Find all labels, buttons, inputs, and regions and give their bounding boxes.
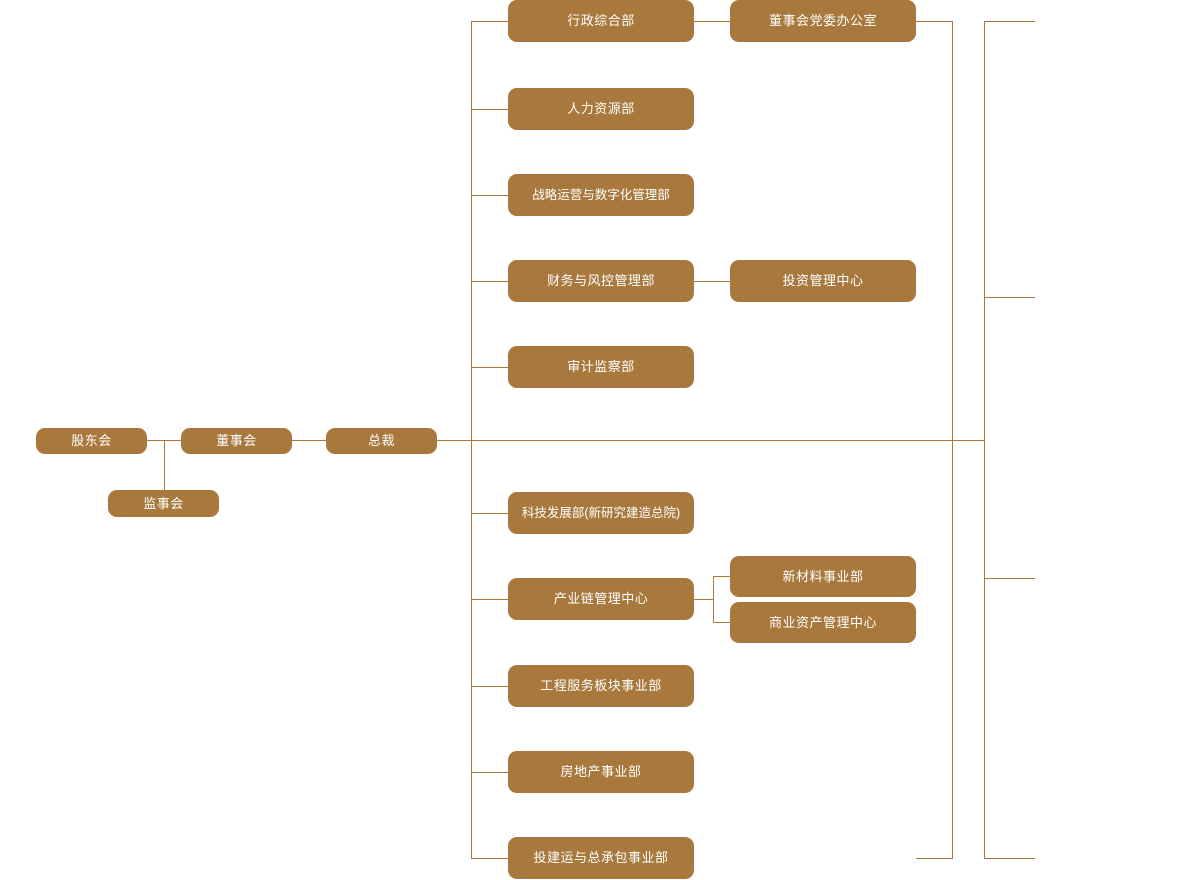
node-engineering-services-division[interactable]: 工程服务板块事业部 [508, 665, 694, 707]
node-supervisory-board[interactable]: 监事会 [108, 490, 219, 517]
node-industry-chain-center[interactable]: 产业链管理中心 [508, 578, 694, 620]
node-strategy-ops-digital-dept[interactable]: 战略运营与数字化管理部 [508, 174, 694, 216]
connector-spine-to-real-estate [471, 772, 508, 773]
connector-party-office-to-inner-bracket [916, 21, 952, 22]
connector-president-main-bus [437, 440, 984, 441]
node-human-resources-dept[interactable]: 人力资源部 [508, 88, 694, 130]
outer-bracket-stub-upper-middle [984, 297, 1035, 298]
node-board-of-directors[interactable]: 董事会 [181, 428, 292, 454]
connector-spine-to-admin-general [471, 21, 508, 22]
connector-spine-to-human-resources [471, 109, 508, 110]
node-audit-supervision-dept[interactable]: 审计监察部 [508, 346, 694, 388]
node-invest-build-operate-epc-division[interactable]: 投建运与总承包事业部 [508, 837, 694, 879]
connector-admin-to-party-office [694, 21, 730, 22]
node-finance-risk-dept[interactable]: 财务与风控管理部 [508, 260, 694, 302]
connector-inner-bracket-bottom [916, 858, 952, 859]
outer-bracket-stub-top [984, 21, 1035, 22]
inner-group-bracket-vertical [952, 21, 953, 859]
connector-bracket-to-commercial-asset [713, 622, 730, 623]
connector-industry-chain-stub [694, 599, 713, 600]
outer-group-bracket-vertical [984, 21, 985, 859]
node-real-estate-division[interactable]: 房地产事业部 [508, 751, 694, 793]
connector-board-to-president [292, 440, 326, 441]
node-president[interactable]: 总裁 [326, 428, 437, 454]
connector-spine-to-audit-supervision [471, 367, 508, 368]
connector-spine-to-sci-tech-development [471, 513, 508, 514]
node-new-materials-division[interactable]: 新材料事业部 [730, 556, 916, 597]
connector-bracket-to-new-materials [713, 576, 730, 577]
node-admin-general-dept[interactable]: 行政综合部 [508, 0, 694, 42]
connector-department-spine [471, 21, 472, 858]
connector-spine-to-finance-risk [471, 281, 508, 282]
connector-drop-to-supervisory [164, 440, 165, 503]
node-investment-management-center[interactable]: 投资管理中心 [730, 260, 916, 302]
outer-bracket-stub-lower-middle [984, 578, 1035, 579]
node-sci-tech-development-dept[interactable]: 科技发展部(新研究建造总院) [508, 492, 694, 534]
connector-spine-to-engineering-services [471, 686, 508, 687]
connector-spine-to-strategy-ops-digital [471, 195, 508, 196]
node-shareholders-meeting[interactable]: 股东会 [36, 428, 147, 454]
connector-industry-chain-bracket [713, 576, 714, 623]
node-commercial-asset-management-center[interactable]: 商业资产管理中心 [730, 602, 916, 643]
connector-spine-to-invest-build-operate [471, 858, 508, 859]
outer-bracket-stub-bottom [984, 858, 1035, 859]
node-board-party-committee-office[interactable]: 董事会党委办公室 [730, 0, 916, 42]
connector-finance-to-investment-center [694, 281, 730, 282]
connector-spine-to-industry-chain [471, 599, 508, 600]
